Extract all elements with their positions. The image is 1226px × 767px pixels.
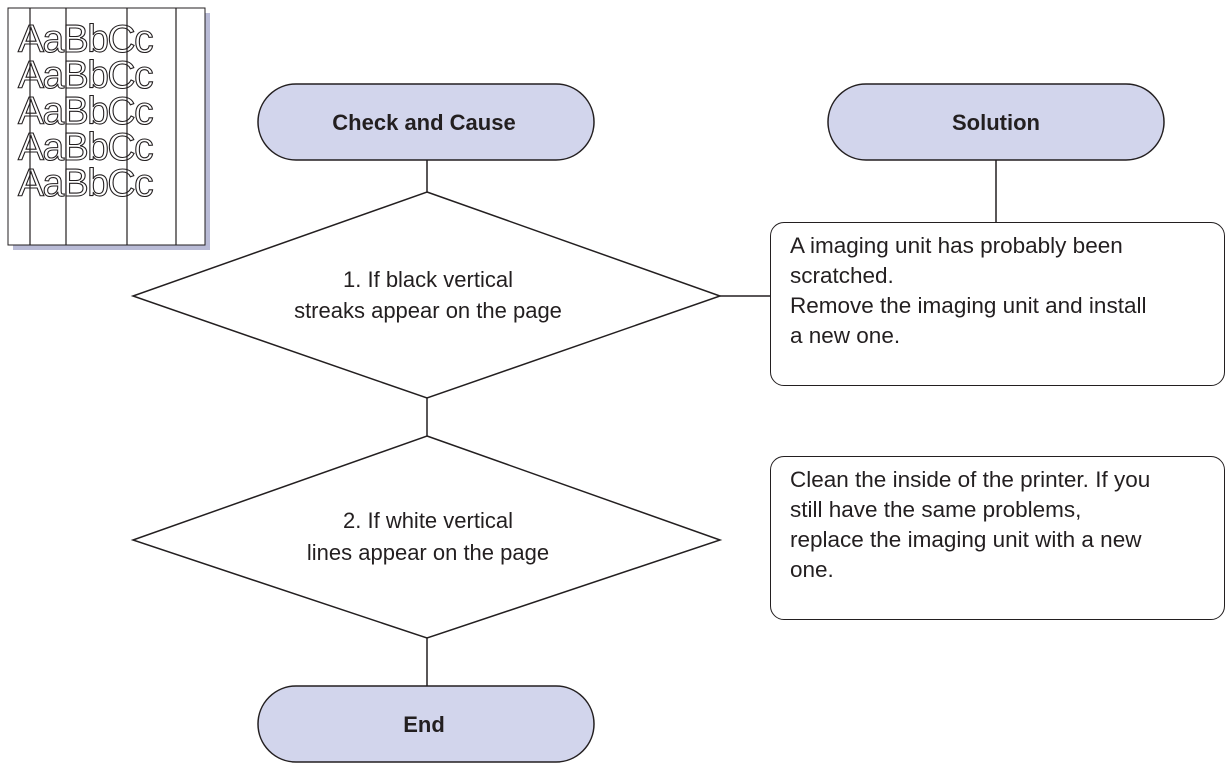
solution2-line-4: one. [790,557,834,582]
solution-label: Solution [952,110,1040,135]
sample-line-5: AaBbCc [18,162,153,205]
check-and-cause-label: Check and Cause [332,110,515,135]
sample-line-4: AaBbCc [18,126,153,169]
solution1-line-4: a new one. [790,323,901,348]
decision-diamond-1 [130,191,723,399]
end-terminator: End [257,685,595,763]
decision-step-2: 2. If white vertical lines appear on the… [130,435,723,639]
solution1-line-3: Remove the imaging unit and install [790,293,1147,318]
step1-condition-line-2: streaks appear on the page [294,298,562,323]
solution-shape [827,83,1165,161]
print-sample-page [7,7,206,246]
step2-condition-line-1: 2. If white vertical [343,508,513,533]
solution-box-2: Clean the inside of the printer. If you … [770,456,1225,620]
sample-line-3: AaBbCc [18,90,153,133]
check-and-cause-shape [257,83,595,161]
solution2-line-2: still have the same problems, [790,497,1082,522]
end-shape [257,685,595,763]
solution2-line-3: replace the imaging unit with a new [790,527,1142,552]
sample-line-2: AaBbCc [18,54,153,97]
decision-diamond-2 [130,435,723,639]
step1-condition-line-1: 1. If black vertical [343,267,513,292]
step2-condition-line-2: lines appear on the page [307,540,549,565]
print-sample-thumbnail: AaBbCc AaBbCc AaBbCc AaBbCc AaBbCc [7,7,210,250]
solution1-line-1: A imaging unit has probably been [790,233,1123,258]
check-and-cause-terminator: Check and Cause [257,83,595,161]
solution1-line-2: scratched. [790,263,894,288]
solution-box-1: A imaging unit has probably been scratch… [770,222,1225,386]
decision-step-1: 1. If black vertical streaks appear on t… [130,191,723,399]
solution2-line-1: Clean the inside of the printer. If you [790,467,1151,492]
sample-line-1: AaBbCc [18,18,153,61]
solution-terminator: Solution [827,83,1165,161]
end-label: End [403,712,445,737]
